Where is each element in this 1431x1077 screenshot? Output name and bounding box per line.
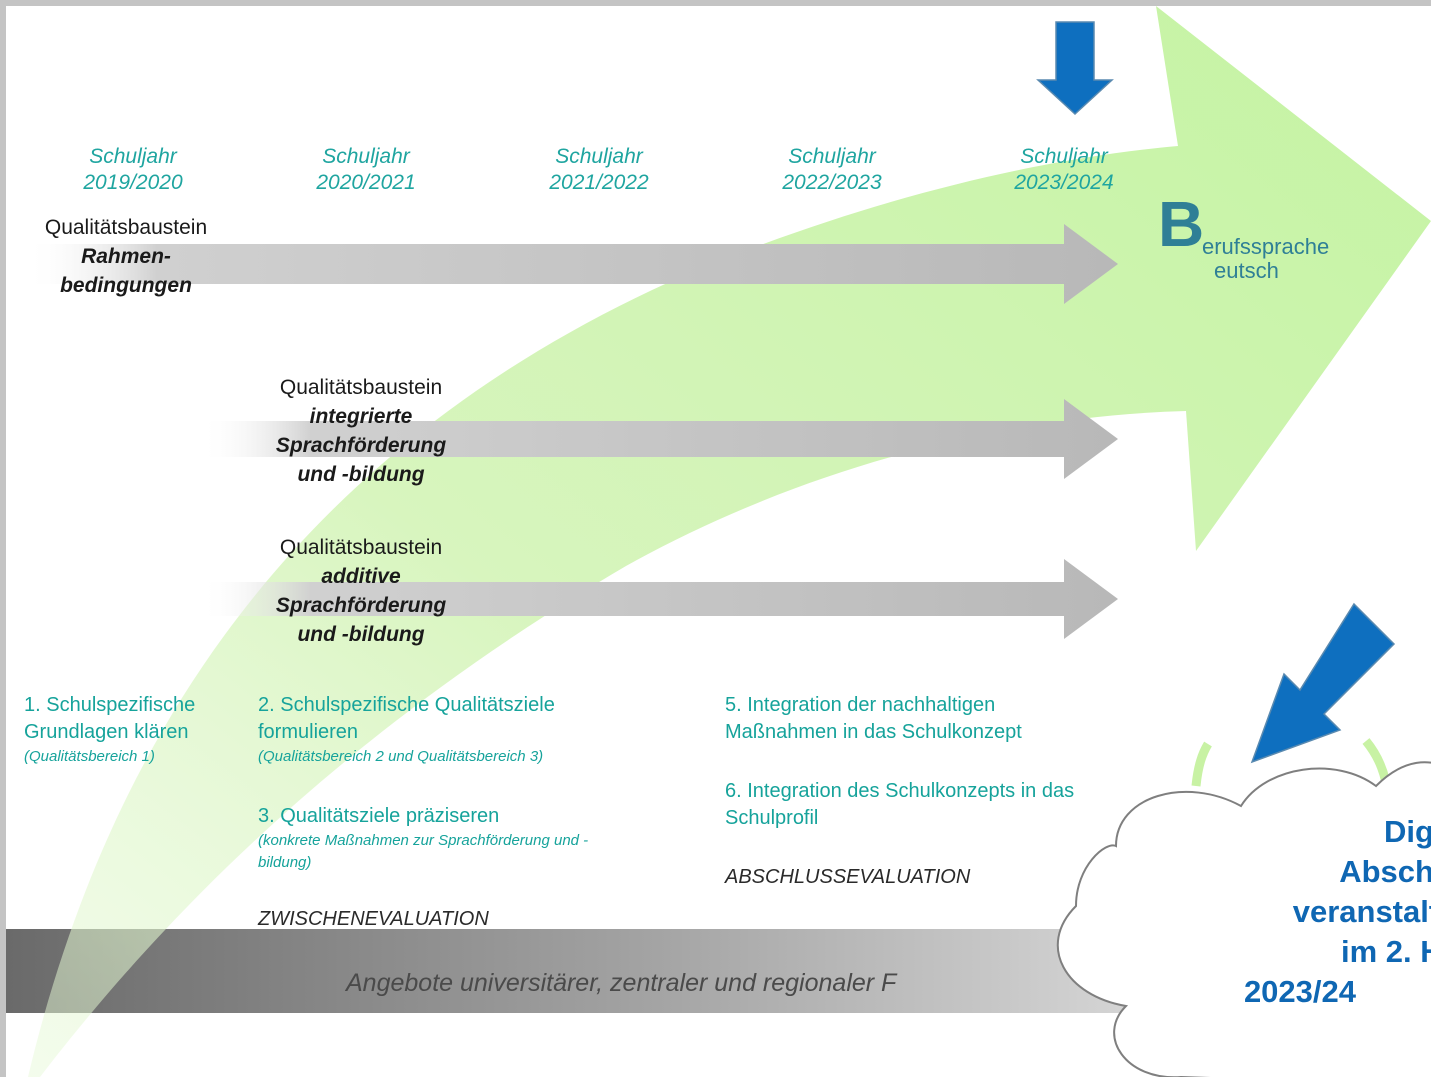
gray-arrow-3 xyxy=(201,559,1118,639)
step-6: 6. Integration des Schulkonzepts in das … xyxy=(725,780,1075,829)
cloud-line: Abschluss xyxy=(1339,854,1431,889)
baustein-integrierte: Qualitätsbaustein integrierte Sprachförd… xyxy=(275,376,447,486)
step-2: 2. Schulspezifische Qualitätsziele formu… xyxy=(258,694,555,765)
cloud-line: 2023/24 xyxy=(1243,974,1356,1009)
blue-diagonal-arrow-icon xyxy=(1250,602,1396,764)
bottom-bar-text: Angebote universitärer, zentraler und re… xyxy=(346,969,897,997)
step-5: 5. Integration der nachhaltigen Maßnahme… xyxy=(725,694,1022,743)
baustein-rahmenbedingungen: Qualitätsbaustein Rahmen- bedingungen xyxy=(44,216,208,297)
cloud-announcement: Digitale Abschluss veranstaltung im 2. H… xyxy=(1176,812,1431,1012)
cloud-line: Digitale xyxy=(1384,814,1431,849)
cloud-line: veranstaltung xyxy=(1292,894,1431,929)
step-1: 1. Schulspezifische Grundlagen klären (Q… xyxy=(24,694,196,765)
zwischenevaluation-label: ZWISCHENEVALUATION xyxy=(258,908,489,930)
diagram-graphics xyxy=(6,6,1431,1077)
step-3: 3. Qualitätsziele präziseren (konkrete M… xyxy=(258,805,589,871)
cloud-line: im 2. Halbj xyxy=(1340,934,1431,969)
green-curved-arrow-icon xyxy=(1191,741,1212,787)
cloud-shape xyxy=(1056,761,1431,1077)
gray-arrow-2 xyxy=(201,399,1118,479)
abschlussevaluation-label: ABSCHLUSSEVALUATION xyxy=(725,866,971,888)
blue-down-arrow-icon xyxy=(1036,21,1114,116)
gray-arrow-1 xyxy=(26,224,1118,304)
baustein-additive: Qualitätsbaustein additive Sprachförderu… xyxy=(275,536,447,646)
